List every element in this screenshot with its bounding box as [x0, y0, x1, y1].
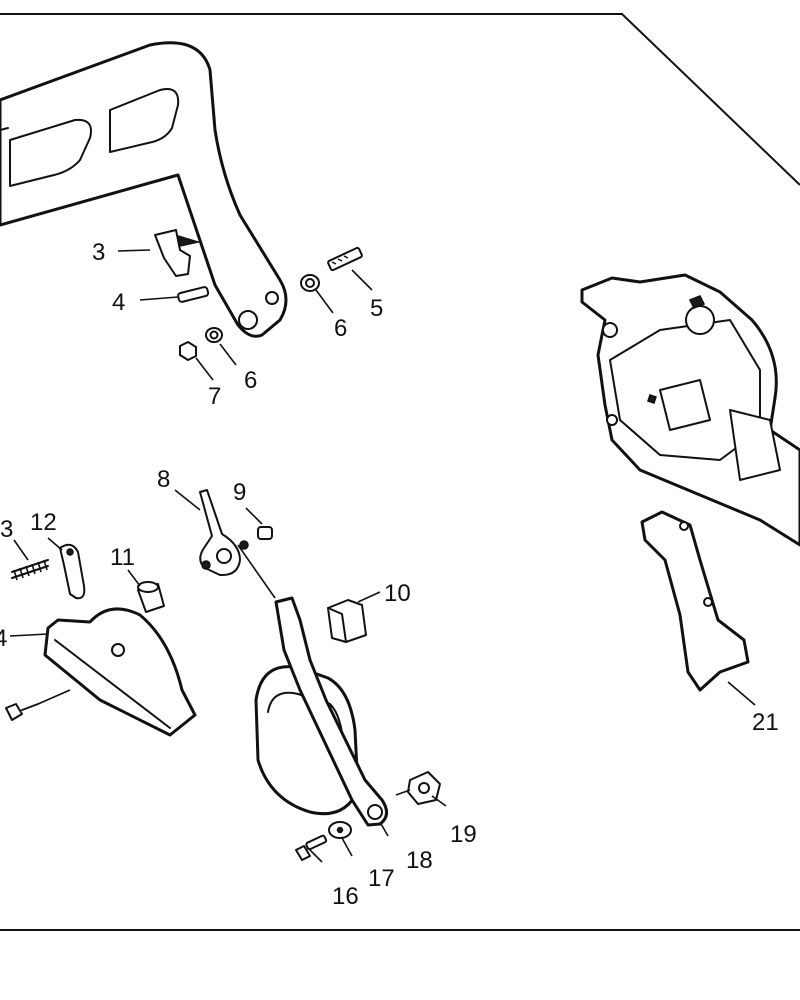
part-17-washer	[328, 821, 352, 839]
leader-lines	[9, 249, 756, 863]
callout-6-right: 6	[334, 315, 347, 342]
part-7-nut	[179, 341, 197, 361]
part-14-cover	[43, 607, 197, 737]
part-5-bolt	[327, 246, 363, 272]
part-15-screw	[5, 703, 39, 721]
callout-3-lower: 3	[0, 516, 13, 543]
part-18-brake-band	[254, 596, 388, 827]
callout-16: 16	[332, 883, 359, 910]
part-9-pin	[257, 526, 273, 540]
part-11-bushing	[137, 581, 165, 613]
clutch-cover	[580, 273, 800, 547]
part-12-latch	[59, 543, 86, 600]
callout-6-left: 6	[244, 367, 257, 394]
part-3-spring-clip	[154, 229, 201, 277]
callout-17: 17	[368, 865, 395, 892]
callout-3-upper: 3	[92, 239, 105, 266]
callout-7: 7	[208, 383, 221, 410]
part-13-spring	[11, 559, 49, 581]
callout-4-lower: 4	[0, 625, 7, 652]
callout-4-upper: 4	[112, 289, 125, 316]
part-21-plate	[640, 510, 750, 692]
part-6-nut-lower	[205, 327, 223, 343]
part-16-screw	[295, 834, 328, 861]
callout-8: 8	[157, 466, 170, 493]
front-hand-guard	[0, 41, 288, 338]
callout-18: 18	[406, 847, 433, 874]
callout-11: 11	[110, 544, 135, 571]
part-6-nut-upper	[300, 274, 320, 292]
callout-10: 10	[384, 580, 411, 607]
part-4-pin	[177, 286, 210, 303]
callout-5: 5	[370, 295, 383, 322]
part-10-sleeve	[327, 599, 367, 643]
callout-12: 12	[30, 509, 57, 536]
callout-9: 9	[233, 479, 246, 506]
part-8-lever	[199, 489, 249, 577]
callout-19: 19	[450, 821, 477, 848]
diagram-frame	[0, 13, 800, 931]
callout-21: 21	[752, 709, 779, 736]
